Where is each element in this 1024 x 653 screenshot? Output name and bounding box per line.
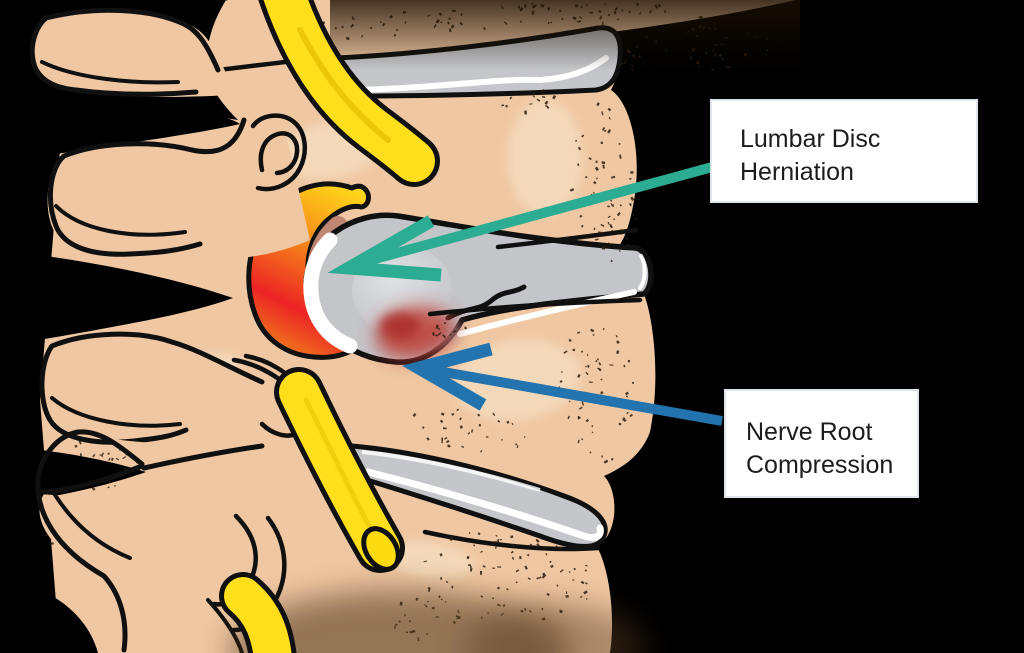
bone-shadows bbox=[230, 0, 800, 653]
process-2 bbox=[47, 106, 311, 260]
compression-arrow-shaft bbox=[431, 365, 723, 426]
compression-label-line2: Compression bbox=[746, 451, 894, 479]
compression-arrow bbox=[402, 342, 723, 426]
herniation-arrow-head bbox=[327, 215, 442, 282]
herniation-arrow bbox=[327, 161, 718, 282]
nucleus-highlight bbox=[303, 232, 358, 354]
process-1 bbox=[29, 7, 231, 97]
compression-label-line1: Nerve Root bbox=[746, 418, 873, 446]
herniation-label-line2: Herniation bbox=[740, 158, 854, 186]
nerve-root-lower bbox=[274, 367, 405, 573]
compression-arrow-head bbox=[402, 342, 493, 411]
herniation-label: Lumbar Disc Herniation bbox=[710, 99, 978, 203]
herniation-label-line1: Lumbar Disc bbox=[740, 125, 881, 153]
nerve-root-cut-end bbox=[361, 526, 401, 572]
nerve-root-upper bbox=[258, 0, 440, 187]
compression-label: Nerve Root Compression bbox=[724, 389, 919, 498]
nerve-roots bbox=[219, 0, 440, 653]
pain-glow bbox=[375, 306, 455, 360]
herniation-arrow-shaft bbox=[358, 161, 718, 268]
process-3 bbox=[39, 331, 301, 447]
nerve-root-bottom bbox=[219, 572, 297, 653]
